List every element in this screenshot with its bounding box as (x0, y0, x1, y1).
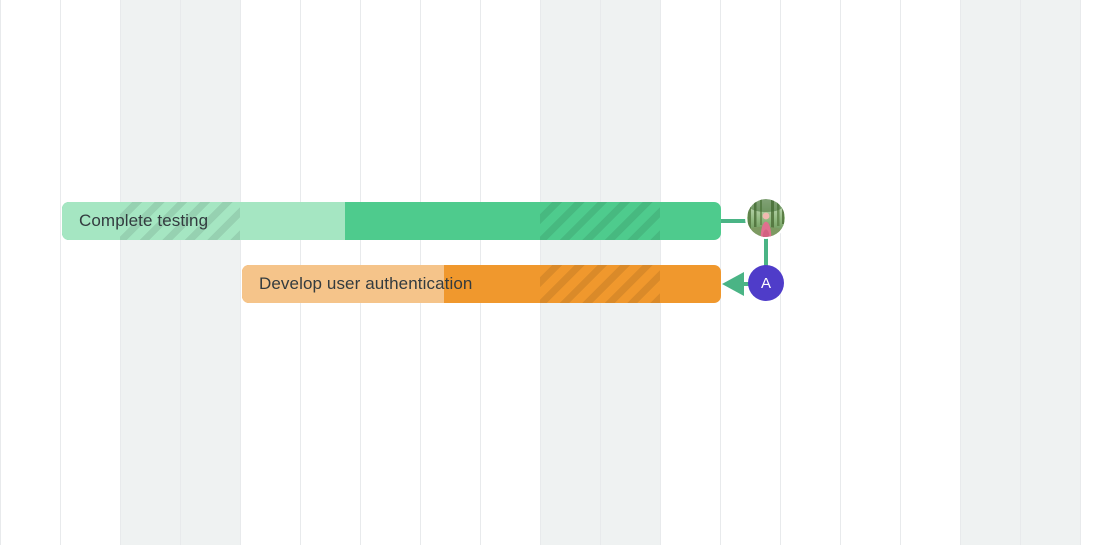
avatar-photo-image (747, 199, 785, 237)
grid-column-line (1020, 0, 1021, 545)
task-bar-label: Complete testing (79, 211, 209, 230)
grid-column-line (960, 0, 961, 545)
assignee-avatar[interactable]: A (748, 265, 784, 301)
grid-column-line (1080, 0, 1081, 545)
grid-column-line (0, 0, 1, 545)
task-bar-progress (62, 202, 345, 240)
assignee-avatar[interactable] (747, 199, 785, 237)
grid-column-line (180, 0, 181, 545)
task-bar-label: Develop user authentication (259, 274, 473, 293)
grid-column-line (120, 0, 121, 545)
grid-column-line (60, 0, 61, 545)
grid-column-line (240, 0, 241, 545)
grid-column-line (840, 0, 841, 545)
grid-column-line (900, 0, 901, 545)
avatar-initial-letter: A (760, 274, 771, 292)
task-bar-progress (242, 265, 444, 303)
